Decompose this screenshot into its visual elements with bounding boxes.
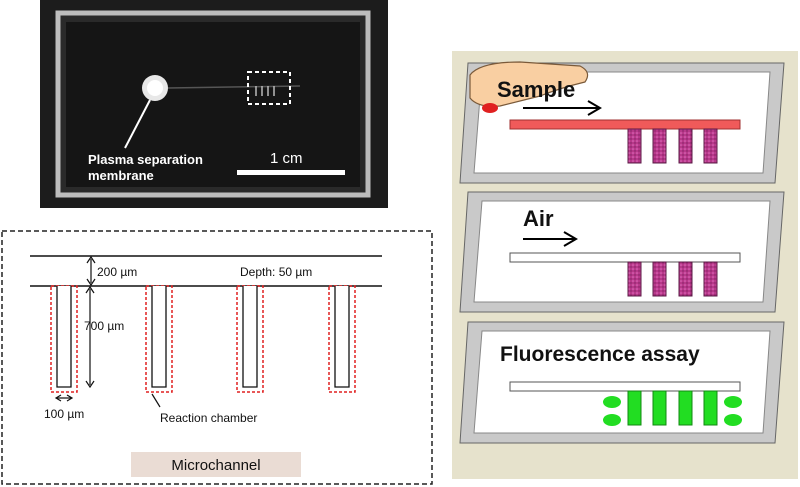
length-label: 700 µm [84, 319, 124, 333]
caption-label: Microchannel [171, 457, 260, 474]
membrane-label-line2: membrane [88, 168, 154, 183]
chamber-4 [328, 285, 356, 393]
schematic-frame [1, 230, 433, 485]
width-bottom-label: 100 µm [44, 407, 84, 421]
chamber-region-box [247, 71, 291, 105]
step-air: Air [459, 191, 785, 313]
scale-label: 1 cm [270, 150, 303, 167]
sample-drop [482, 103, 498, 113]
chamber-1 [50, 285, 78, 393]
step-sample-label: Sample [497, 77, 575, 102]
caption-box [131, 452, 301, 477]
microchannel-schematic: 200 µm Depth: 50 µm 700 µm 100 µm Reacti… [1, 230, 433, 485]
sample-channel [509, 119, 741, 130]
steps-panel: Sample Air Fluorescence [452, 51, 798, 479]
chamber-label: Reaction chamber [160, 411, 257, 425]
membrane-label-line1: Plasma separation [88, 152, 203, 167]
reaction-chambers [50, 285, 356, 393]
width-top-label: 200 µm [97, 265, 137, 279]
assay-channel [509, 381, 741, 392]
scale-bar [237, 170, 345, 175]
step-fluorescence: Fluorescence assay [459, 321, 785, 444]
arrow-icon [563, 231, 578, 247]
chamber-3 [236, 285, 264, 393]
arrow-icon [587, 100, 602, 116]
step-air-label: Air [523, 206, 554, 231]
depth-label: Depth: 50 µm [240, 265, 312, 279]
device-photo: Plasma separation membrane 1 cm [40, 0, 388, 208]
chamber-2 [145, 285, 173, 393]
membrane-pointer [124, 99, 151, 149]
air-channel [509, 252, 741, 263]
step-sample: Sample [459, 61, 785, 184]
step-fluorescence-label: Fluorescence assay [500, 343, 700, 366]
